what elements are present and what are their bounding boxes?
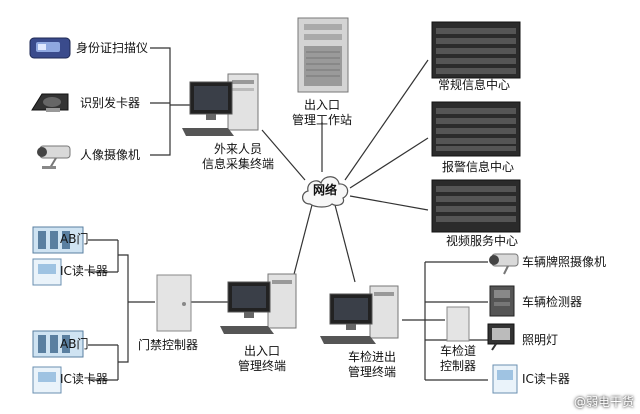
vehicle-ic-reader-icon bbox=[492, 364, 518, 394]
id-scanner-label: 身份证扫描仪 bbox=[76, 41, 149, 55]
entry-terminal-label-line1: 出入口 bbox=[243, 344, 281, 358]
vehicle-detector-icon bbox=[489, 285, 515, 317]
lighting-label: 照明灯 bbox=[522, 333, 559, 347]
card-issuer-icon bbox=[31, 93, 69, 112]
ic-reader-1-icon bbox=[32, 258, 62, 286]
collector-label-line2: 信息采集终端 bbox=[201, 157, 275, 171]
ab-door-1-icon bbox=[32, 226, 84, 254]
person-camera-icon bbox=[37, 145, 71, 169]
ic-reader-2-label: IC读卡器 bbox=[60, 372, 108, 386]
vehicle-ic-reader-label: IC读卡器 bbox=[522, 372, 570, 386]
workstation-label-line1: 出入口 bbox=[303, 98, 341, 112]
ab-door-2-label: AB门 bbox=[60, 337, 89, 351]
vehicle-detector-label: 车辆检测器 bbox=[522, 295, 583, 309]
plate-camera-icon bbox=[489, 253, 519, 275]
vehicle-terminal-label-line2: 管理终端 bbox=[347, 365, 397, 379]
workstation-label-line2: 管理工作站 bbox=[291, 113, 353, 127]
plate-camera-label: 车辆牌照摄像机 bbox=[522, 255, 607, 269]
ab-door-1-label: AB门 bbox=[60, 232, 89, 246]
person-camera-label: 人像摄像机 bbox=[80, 148, 141, 162]
regular-server-icon bbox=[431, 21, 521, 79]
watermark: @弱电干货 bbox=[573, 395, 634, 409]
card-issuer-label: 识别发卡器 bbox=[80, 96, 141, 110]
entry-terminal-icon bbox=[220, 273, 297, 334]
alarm-server-icon bbox=[431, 101, 521, 157]
workstation-tower-icon bbox=[297, 17, 349, 93]
video-server-icon bbox=[431, 179, 521, 233]
lighting-lamp-icon bbox=[487, 323, 515, 351]
lane-controller-label-line1: 车检道 bbox=[439, 344, 477, 358]
regular-center-label: 常规信息中心 bbox=[438, 78, 511, 92]
collector-terminal-icon bbox=[182, 73, 259, 136]
ic-reader-2-icon bbox=[32, 366, 62, 394]
vehicle-terminal-label-line1: 车检进出 bbox=[347, 350, 397, 364]
ic-reader-1-label: IC读卡器 bbox=[60, 264, 108, 278]
vehicle-terminal-icon bbox=[320, 285, 399, 344]
entry-terminal-label-line2: 管理终端 bbox=[237, 359, 287, 373]
lane-controller-label-line2: 控制器 bbox=[439, 359, 477, 373]
collector-label-line1: 外来人员 bbox=[213, 142, 263, 156]
lane-controller-icon bbox=[446, 306, 470, 342]
id-card-scanner-icon bbox=[29, 37, 71, 59]
ab-door-2-icon bbox=[32, 330, 84, 358]
access-controller-label: 门禁控制器 bbox=[138, 338, 199, 352]
network-cloud-icon bbox=[302, 176, 349, 208]
alarm-center-label: 报警信息中心 bbox=[442, 160, 515, 174]
network-label: 网络 bbox=[312, 183, 338, 197]
video-center-label: 视频服务中心 bbox=[446, 234, 519, 248]
access-controller-icon bbox=[156, 274, 192, 332]
